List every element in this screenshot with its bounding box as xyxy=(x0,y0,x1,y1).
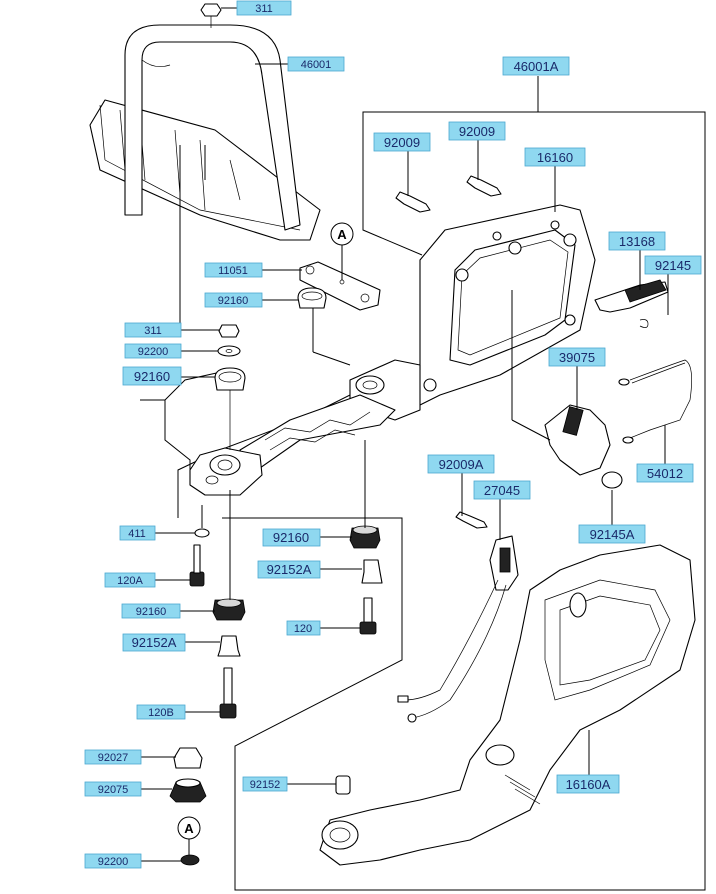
label-92160-a[interactable]: 92160 xyxy=(204,292,263,308)
svg-text:411: 411 xyxy=(128,528,146,540)
bolt-120A xyxy=(189,571,205,587)
svg-text:54012: 54012 xyxy=(647,466,683,481)
trigger-39075 xyxy=(544,404,611,476)
ref-marker-a-bottom: A xyxy=(177,816,201,855)
svg-text:92200: 92200 xyxy=(138,346,169,358)
svg-text:92152: 92152 xyxy=(250,779,281,791)
screw-92009A xyxy=(455,511,488,529)
ref-marker-a-top: A xyxy=(330,222,354,280)
svg-text:92075: 92075 xyxy=(98,784,129,796)
svg-text:311: 311 xyxy=(144,325,162,337)
label-120B[interactable]: 120B xyxy=(136,704,186,720)
label-92145[interactable]: 92145 xyxy=(644,255,702,275)
label-92009-b[interactable]: 92009 xyxy=(448,121,506,141)
assembly-outline-right xyxy=(234,76,706,891)
label-13168[interactable]: 13168 xyxy=(608,231,666,251)
label-411[interactable]: 411 xyxy=(119,525,156,541)
svg-text:92009: 92009 xyxy=(384,135,420,150)
front-handle-drawing xyxy=(319,544,696,866)
svg-text:11051: 11051 xyxy=(218,265,248,277)
small-parts xyxy=(169,261,383,866)
label-39075[interactable]: 39075 xyxy=(548,347,606,367)
svg-text:92200: 92200 xyxy=(98,856,129,868)
nut-311-mid xyxy=(218,324,240,338)
assembly-outline-left xyxy=(140,369,421,519)
label-92075[interactable]: 92075 xyxy=(84,781,142,797)
label-92152A-b[interactable]: 92152A xyxy=(122,633,186,652)
label-92009-a[interactable]: 92009 xyxy=(373,132,431,152)
part-labels: 311 46001 46001A 92009 92009 16160 13168… xyxy=(84,0,702,869)
leader-lines xyxy=(141,7,669,862)
label-311-mid[interactable]: 311 xyxy=(124,322,182,338)
label-46001A[interactable]: 46001A xyxy=(502,56,570,76)
label-92200-a[interactable]: 92200 xyxy=(124,343,182,359)
body-drawing xyxy=(189,204,596,496)
svg-text:120: 120 xyxy=(294,623,312,635)
bolt-120B xyxy=(219,703,237,719)
svg-text:16160A: 16160A xyxy=(566,777,611,792)
svg-text:92009: 92009 xyxy=(459,124,495,139)
label-92152A-a[interactable]: 92152A xyxy=(257,560,321,579)
label-120A[interactable]: 120A xyxy=(104,572,156,588)
screw-92009-a xyxy=(395,191,431,213)
svg-text:39075: 39075 xyxy=(559,350,595,365)
svg-text:13168: 13168 xyxy=(619,234,655,249)
label-92160-c[interactable]: 92160 xyxy=(262,528,321,547)
svg-text:92145A: 92145A xyxy=(590,527,635,542)
label-16160A[interactable]: 16160A xyxy=(556,774,620,794)
label-92160-b[interactable]: 92160 xyxy=(122,366,182,386)
label-46001[interactable]: 46001 xyxy=(287,56,345,72)
svg-text:120B: 120B xyxy=(148,707,174,719)
washer-411 xyxy=(194,528,210,538)
svg-text:16160: 16160 xyxy=(537,150,573,165)
handle-assembly-drawing xyxy=(89,3,321,241)
svg-text:27045: 27045 xyxy=(484,483,520,498)
svg-text:92152A: 92152A xyxy=(132,635,177,650)
svg-text:92145: 92145 xyxy=(655,258,691,273)
label-92027[interactable]: 92027 xyxy=(84,749,142,765)
collar-92152A-a xyxy=(361,559,383,584)
trigger-parts xyxy=(395,175,692,723)
label-92200-b[interactable]: 92200 xyxy=(84,853,142,869)
grip-92145A xyxy=(601,471,623,489)
svg-text:A: A xyxy=(337,227,347,242)
label-92160-d[interactable]: 92160 xyxy=(121,603,181,619)
svg-text:46001A: 46001A xyxy=(514,59,559,74)
svg-text:92009A: 92009A xyxy=(439,457,484,472)
label-120[interactable]: 120 xyxy=(286,620,321,636)
svg-text:92160: 92160 xyxy=(136,606,167,618)
svg-text:92160: 92160 xyxy=(134,369,170,384)
label-54012[interactable]: 54012 xyxy=(636,463,694,483)
nut-311-top xyxy=(200,3,222,17)
svg-text:92160: 92160 xyxy=(273,530,309,545)
svg-text:92152A: 92152A xyxy=(267,562,312,577)
label-92145A[interactable]: 92145A xyxy=(578,524,646,544)
washer-92200-a xyxy=(217,345,241,357)
svg-text:46001: 46001 xyxy=(301,59,332,71)
washer-92200-b xyxy=(180,854,200,866)
screw-92009-b xyxy=(466,175,502,197)
damper-92160-a xyxy=(297,287,327,309)
label-27045[interactable]: 27045 xyxy=(473,480,531,500)
label-311-top[interactable]: 311 xyxy=(236,0,292,16)
svg-text:92027: 92027 xyxy=(98,752,129,764)
svg-text:311: 311 xyxy=(255,3,273,15)
label-92152[interactable]: 92152 xyxy=(242,776,288,792)
svg-text:120A: 120A xyxy=(117,575,143,587)
svg-text:A: A xyxy=(184,821,194,836)
label-16160[interactable]: 16160 xyxy=(524,147,586,167)
svg-text:92160: 92160 xyxy=(218,295,249,307)
label-92009A[interactable]: 92009A xyxy=(427,454,495,474)
label-11051[interactable]: 11051 xyxy=(204,262,263,278)
bolt-120 xyxy=(359,621,377,635)
collar-92152A-b xyxy=(217,635,241,657)
collar-92152 xyxy=(335,775,351,795)
bracket-11051 xyxy=(299,261,381,311)
part-92027 xyxy=(173,747,203,769)
